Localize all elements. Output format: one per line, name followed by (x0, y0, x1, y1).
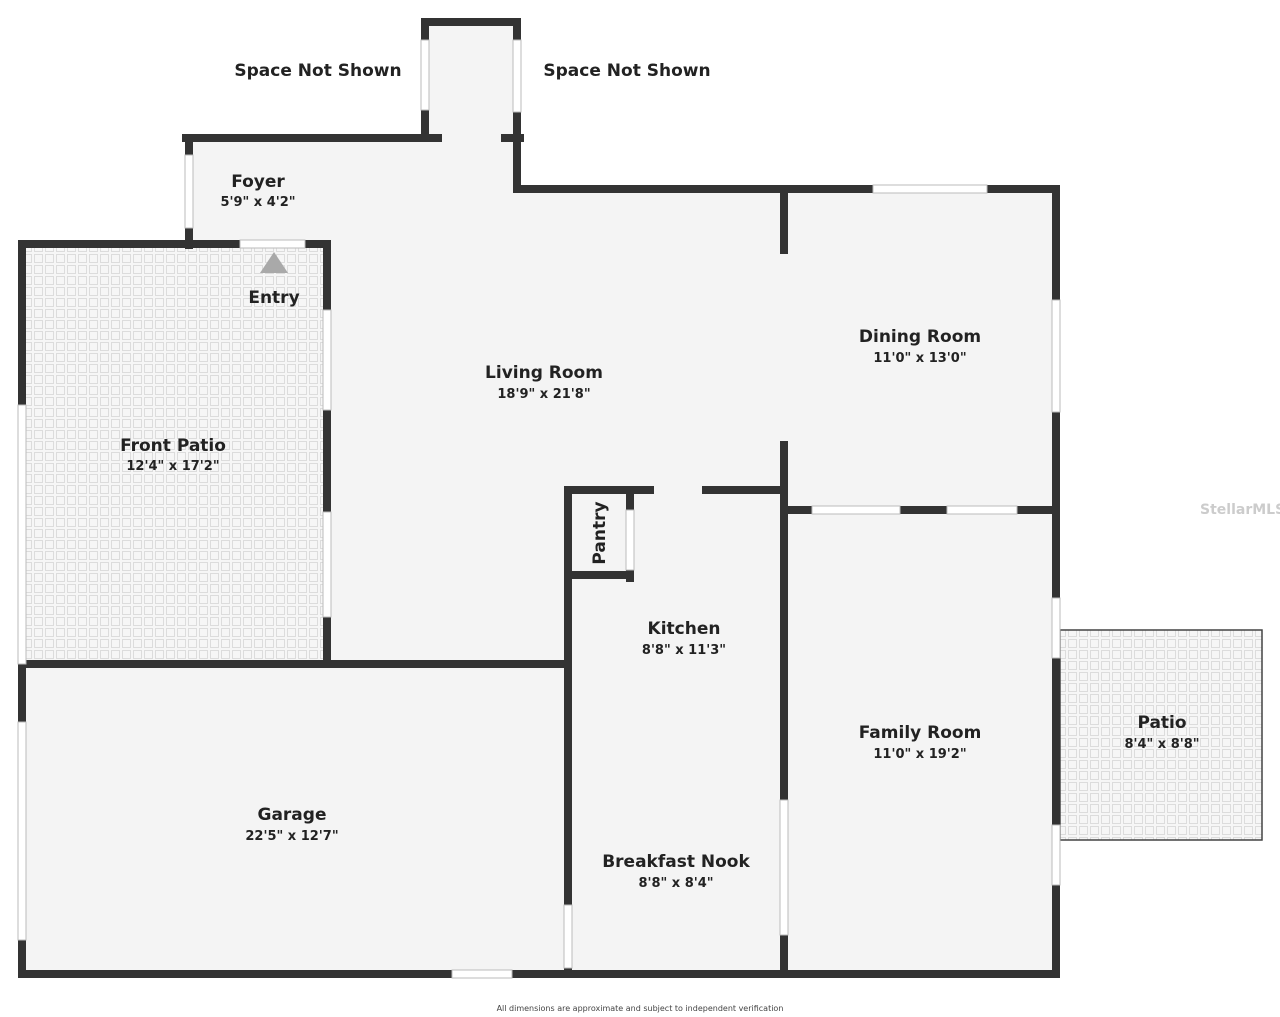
kitchen-label: Kitchen (648, 619, 721, 639)
pantry-floor (568, 490, 630, 575)
dining-room-dims: 11'0" x 13'0" (873, 351, 966, 366)
pantry-label: Pantry (590, 501, 610, 564)
entry-label: Entry (248, 288, 299, 308)
garage-label: Garage (258, 805, 327, 825)
patio-floor (1059, 629, 1263, 841)
space-not-shown-left: Space Not Shown (234, 61, 401, 81)
windows (17, 39, 1061, 979)
foyer-label: Foyer (231, 172, 285, 192)
dining-room-label: Dining Room (859, 327, 981, 347)
family-room-label: Family Room (859, 723, 982, 743)
patio-label: Patio (1137, 713, 1186, 733)
living-room-dims: 18'9" x 21'8" (497, 387, 590, 402)
breakfast-nook-dims: 8'8" x 8'4" (638, 876, 713, 891)
foyer-dims: 5'9" x 4'2" (220, 195, 295, 210)
patio-dims: 8'4" x 8'8" (1124, 737, 1199, 752)
garage-dims: 22'5" x 12'7" (245, 829, 338, 844)
front-patio-floor (22, 244, 327, 664)
space-not-shown-right: Space Not Shown (543, 61, 710, 81)
front-patio-label: Front Patio (120, 436, 226, 456)
front-patio-dims: 12'4" x 17'2" (126, 459, 219, 474)
walls (18, 18, 1060, 978)
disclaimer: All dimensions are approximate and subje… (497, 1004, 784, 1013)
kitchen-dims: 8'8" x 11'3" (642, 643, 726, 658)
family-room-dims: 11'0" x 19'2" (873, 747, 966, 762)
entry-arrow-icon (260, 252, 288, 273)
living-room-label: Living Room (485, 363, 603, 383)
floors (22, 22, 1056, 974)
watermark: StellarMLS (1200, 502, 1280, 518)
breakfast-nook-label: Breakfast Nook (602, 852, 750, 872)
